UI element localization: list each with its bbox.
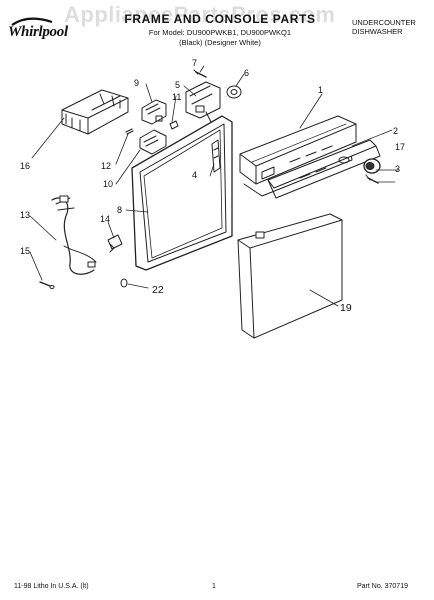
callout-5: 5: [175, 80, 180, 90]
part-13-wire-harness: [51, 195, 97, 275]
callout-13: 13: [20, 210, 30, 220]
part-22-clip: [120, 278, 128, 288]
part-12-screw: [125, 128, 134, 135]
callout-1: 1: [318, 85, 323, 95]
part-6-switch: [226, 85, 242, 99]
part-17-knob: [363, 158, 381, 174]
page-number: 1: [212, 583, 216, 590]
part-1-console: [239, 115, 357, 197]
callout-7: 7: [192, 58, 197, 68]
logo-swoosh-icon: [11, 17, 53, 26]
brand-logo: Whirlpool: [8, 14, 70, 48]
part-16-cover: [61, 89, 129, 135]
callout-17: 17: [395, 142, 405, 152]
callout-16: 16: [20, 161, 30, 171]
callout-19: 19: [340, 302, 352, 314]
leader-lines: [29, 65, 399, 307]
page-title: FRAME AND CONSOLE PARTS: [124, 12, 316, 26]
part-9-bracket: [141, 99, 167, 125]
callout-6: 6: [244, 68, 249, 78]
part-10-latch: [139, 129, 167, 155]
part-8-door-frame: [131, 115, 233, 271]
callout-11: 11: [172, 92, 181, 102]
model-colors: (Black) (Designer White): [179, 38, 261, 47]
callout-9: 9: [134, 78, 139, 88]
callout-3: 3: [395, 164, 400, 174]
callout-15: 15: [20, 246, 30, 256]
callout-12: 12: [101, 161, 111, 171]
part-19-door-panel: [237, 213, 343, 339]
callout-14: 14: [100, 214, 110, 224]
footer-print-info: 11-98 Litho In U.S.A. (lt): [14, 583, 89, 590]
part-7-screw: [193, 69, 207, 78]
watermark: AppliancePartsPros.com: [64, 2, 336, 27]
part-14-switch: [107, 234, 123, 253]
callout-10: 10: [103, 179, 113, 189]
part-15-screw: [39, 281, 55, 289]
callout-labels: 1 2 3 4 5 6 7 8 9 10 11 12 13 14 15 16 1…: [20, 58, 405, 314]
callout-2: 2: [393, 126, 398, 136]
callout-4: 4: [192, 170, 197, 180]
part-number: Part No. 370719: [357, 583, 408, 590]
callout-8: 8: [117, 205, 122, 215]
brand-name: Whirlpool: [8, 24, 68, 40]
callout-22: 22: [152, 284, 164, 296]
product-type: UNDERCOUNTER DISHWASHER: [352, 18, 416, 36]
model-numbers: For Model: DU900PWKB1, DU900PWKQ1: [148, 28, 292, 37]
part-3-screw: [365, 174, 379, 184]
part-2-control-panel: [267, 139, 381, 199]
part-11-clip: [169, 120, 179, 130]
